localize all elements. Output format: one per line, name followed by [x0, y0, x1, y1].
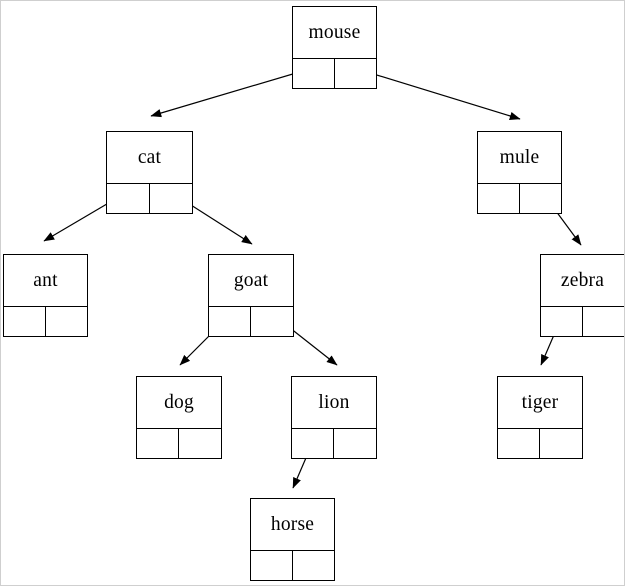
left-pointer-cell-tiger: [498, 429, 540, 458]
tree-edge-mouse-mule: [353, 67, 521, 121]
tree-node-ant[interactable]: ant: [3, 254, 88, 337]
tree-node-label-horse: horse: [251, 499, 334, 551]
tree-node-dog[interactable]: dog: [136, 376, 222, 459]
tree-node-horse[interactable]: horse: [250, 498, 335, 581]
tree-node-pointers-goat: [209, 307, 293, 336]
tree-node-pointers-tiger: [498, 429, 582, 458]
left-pointer-cell-horse: [251, 551, 293, 580]
tree-node-pointers-mule: [478, 184, 561, 213]
right-pointer-cell-ant: [46, 307, 88, 336]
right-pointer-cell-mouse: [335, 59, 377, 88]
tree-node-lion[interactable]: lion: [291, 376, 377, 459]
left-pointer-cell-zebra: [541, 307, 583, 336]
tree-node-pointers-lion: [292, 429, 376, 458]
tree-node-cat[interactable]: cat: [106, 131, 193, 214]
right-pointer-cell-lion: [334, 429, 376, 458]
tree-node-mouse[interactable]: mouse: [292, 6, 377, 89]
tree-node-label-lion: lion: [292, 377, 376, 429]
left-pointer-cell-lion: [292, 429, 334, 458]
tree-node-pointers-zebra: [541, 307, 624, 336]
tree-node-pointers-dog: [137, 429, 221, 458]
tree-node-label-zebra: zebra: [541, 255, 624, 307]
right-pointer-cell-cat: [150, 184, 193, 213]
right-pointer-cell-mule: [520, 184, 562, 213]
right-pointer-cell-dog: [179, 429, 221, 458]
tree-node-goat[interactable]: goat: [208, 254, 294, 337]
left-pointer-cell-goat: [209, 307, 251, 336]
tree-node-label-mouse: mouse: [293, 7, 376, 59]
left-pointer-cell-dog: [137, 429, 179, 458]
left-pointer-cell-ant: [4, 307, 46, 336]
right-pointer-cell-goat: [251, 307, 293, 336]
left-pointer-cell-mule: [478, 184, 520, 213]
tree-node-pointers-cat: [107, 184, 192, 213]
tree-node-label-goat: goat: [209, 255, 293, 307]
tree-node-mule[interactable]: mule: [477, 131, 562, 214]
right-pointer-cell-tiger: [540, 429, 582, 458]
left-pointer-cell-mouse: [293, 59, 335, 88]
right-pointer-cell-horse: [293, 551, 335, 580]
tree-node-label-dog: dog: [137, 377, 221, 429]
tree-node-pointers-ant: [4, 307, 87, 336]
tree-node-pointers-horse: [251, 551, 334, 580]
tree-edge-mouse-cat: [150, 67, 314, 118]
left-pointer-cell-cat: [107, 184, 150, 213]
tree-node-zebra[interactable]: zebra: [540, 254, 624, 337]
tree-node-label-mule: mule: [478, 132, 561, 184]
tree-node-label-cat: cat: [107, 132, 192, 184]
tree-node-pointers-mouse: [293, 59, 376, 88]
tree-node-tiger[interactable]: tiger: [497, 376, 583, 459]
tree-node-label-tiger: tiger: [498, 377, 582, 429]
tree-node-label-ant: ant: [4, 255, 87, 307]
right-pointer-cell-zebra: [583, 307, 625, 336]
